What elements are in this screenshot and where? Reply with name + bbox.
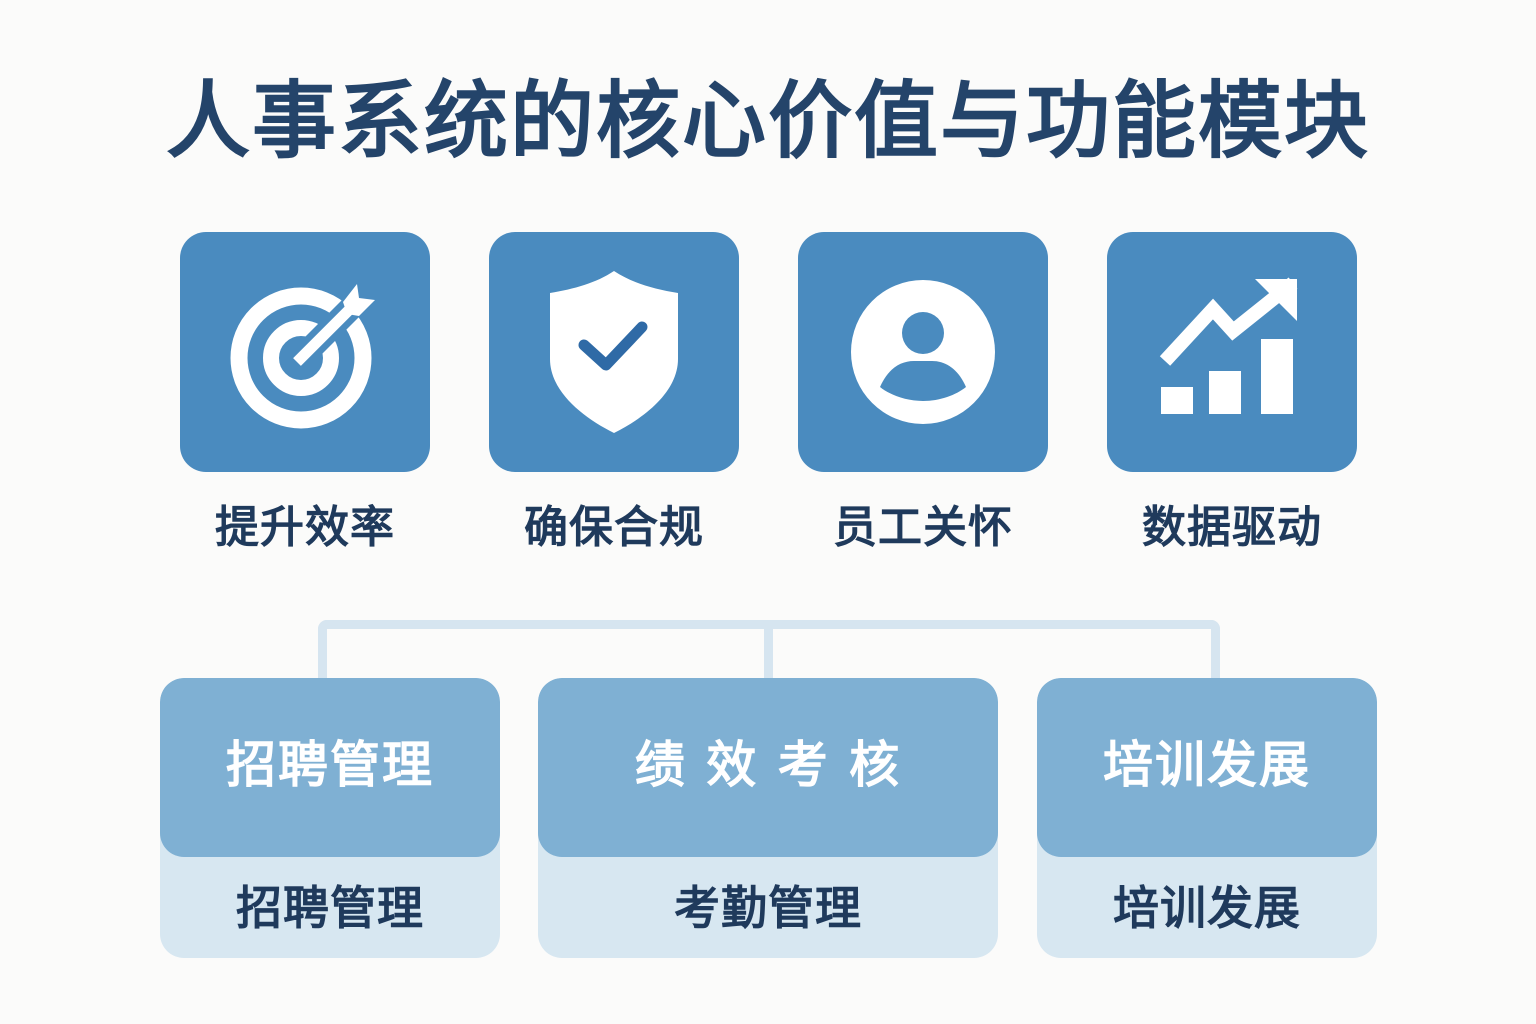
- growth-chart-icon: [1157, 277, 1307, 427]
- value-tile-employee-care: [798, 232, 1048, 472]
- module-title: 绩 效 考 核: [634, 735, 902, 794]
- value-label-data-driven: 数据驱动: [1142, 502, 1322, 553]
- module-head: 招聘管理: [160, 678, 500, 857]
- module-card-performance[interactable]: 绩 效 考 核 考勤管理: [538, 678, 998, 958]
- connector-right: [1211, 620, 1220, 680]
- value-label-efficiency: 提升效率: [215, 502, 395, 553]
- user-circle-icon: [848, 277, 998, 427]
- value-label-compliance: 确保合规: [524, 502, 704, 553]
- module-head: 绩 效 考 核: [538, 678, 998, 857]
- value-tile-data-driven: [1107, 232, 1357, 472]
- module-title: 培训发展: [1103, 735, 1311, 794]
- module-title: 招聘管理: [226, 735, 434, 794]
- target-arrow-icon: [225, 272, 385, 432]
- page-title: 人事系统的核心价值与功能模块: [165, 72, 1370, 170]
- value-tile-compliance: [489, 232, 739, 472]
- module-subtitle: 考勤管理: [674, 881, 862, 935]
- connector-left: [318, 620, 327, 680]
- module-card-training[interactable]: 培训发展 培训发展: [1037, 678, 1377, 958]
- connector-center: [764, 620, 773, 680]
- value-label-employee-care: 员工关怀: [833, 502, 1013, 553]
- module-subtitle: 招聘管理: [236, 881, 424, 935]
- module-subtitle: 培训发展: [1113, 881, 1301, 935]
- value-tile-efficiency: [180, 232, 430, 472]
- shield-check-icon: [544, 267, 684, 437]
- module-head: 培训发展: [1037, 678, 1377, 857]
- module-card-recruitment[interactable]: 招聘管理 招聘管理: [160, 678, 500, 958]
